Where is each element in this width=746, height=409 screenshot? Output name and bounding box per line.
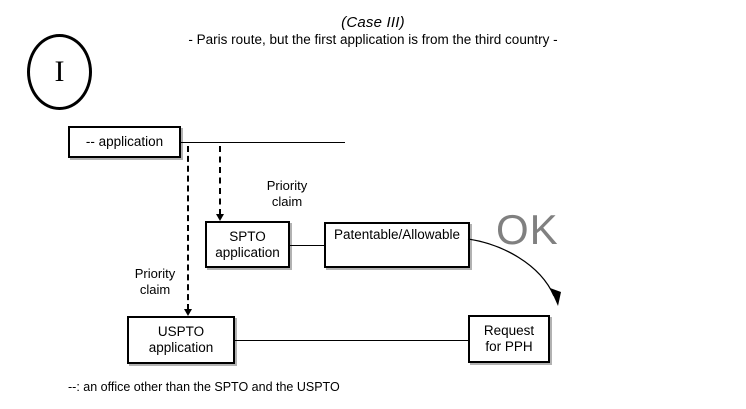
- connector-spto-to-patentable: [290, 245, 324, 246]
- label-priority-claim-spto: Priority claim: [247, 178, 327, 210]
- connector-uspto-to-request: [235, 340, 468, 341]
- step-marker-label: I: [54, 55, 65, 88]
- node-patentable-allowable: Patentable/Allowable: [324, 222, 470, 268]
- node-request-for-pph-label: Request for PPH: [484, 323, 534, 355]
- curved-arrow-patentable-to-request: [467, 238, 561, 306]
- node-spto-application: SPTO application: [205, 221, 290, 268]
- curved-arrow-path: [467, 238, 555, 297]
- case-title: (Case III): [341, 14, 405, 31]
- node-spto-application-line2: application: [215, 244, 280, 260]
- node-spto-application-label: SPTO application: [215, 229, 280, 261]
- node-uspto-application-label: USPTO application: [149, 324, 214, 356]
- label-priority-claim-spto-line2: claim: [271, 194, 303, 209]
- connector-foreign-application-right: [181, 142, 345, 143]
- ok-stamp-label: OK: [496, 206, 559, 253]
- label-priority-claim-spto-line1: Priority: [266, 178, 308, 193]
- dashed-arrow-priority-claim-to-uspto: [187, 146, 189, 310]
- curved-arrow-head: [550, 288, 561, 306]
- step-marker-ellipse: I: [27, 34, 92, 110]
- node-request-for-pph-line2: for PPH: [485, 339, 533, 354]
- node-request-for-pph-line1: Request: [483, 323, 535, 338]
- node-spto-application-line1: SPTO: [229, 228, 266, 244]
- label-priority-claim-uspto: Priority claim: [115, 266, 195, 298]
- arrowhead-to-uspto: [184, 309, 192, 316]
- node-request-for-pph: Request for PPH: [468, 315, 550, 363]
- dashed-arrow-priority-claim-to-spto: [219, 146, 221, 215]
- node-foreign-application-label: -- application: [85, 134, 164, 149]
- node-uspto-application-line1: USPTO: [157, 324, 205, 339]
- arrowhead-to-spto: [216, 214, 224, 221]
- case-subtitle: - Paris route, but the first application…: [188, 32, 558, 47]
- legend-note: --: an office other than the SPTO and th…: [68, 380, 340, 394]
- title-block: (Case III) - Paris route, but the first …: [0, 14, 746, 48]
- node-uspto-application: USPTO application: [127, 316, 235, 364]
- label-priority-claim-uspto-line1: Priority: [134, 266, 176, 281]
- node-foreign-application: -- application: [68, 126, 181, 158]
- node-patentable-allowable-label: Patentable/Allowable: [333, 227, 461, 242]
- node-uspto-application-line2: application: [148, 340, 214, 355]
- label-priority-claim-uspto-line2: claim: [139, 282, 171, 297]
